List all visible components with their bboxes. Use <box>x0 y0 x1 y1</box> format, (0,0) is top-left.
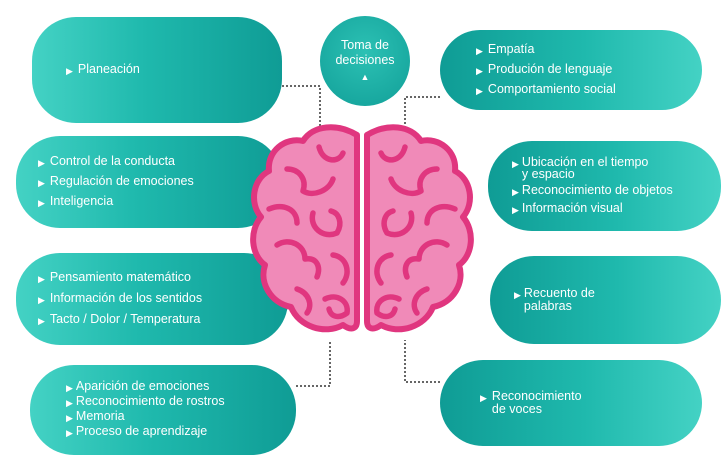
bullet-icon: ▶ <box>476 46 483 56</box>
decision-label-line2: decisiones <box>335 52 395 67</box>
decision-making-node: Toma de decisiones ▲ <box>320 16 410 106</box>
connector-aparicion <box>296 340 331 387</box>
list-item: Reconocimiento de voces <box>491 389 582 416</box>
right-box-voices: ▶ Reconocimiento de voces <box>440 360 702 446</box>
left-box-frontal: ▶ Control de la conducta ▶ Regulación de e… <box>16 136 282 228</box>
right-box-occipital: ▶Ubicación en el tiempo y espacio ▶Recon… <box>488 141 721 231</box>
list-item: Control de la conducta <box>49 153 176 168</box>
list-item: Produción de lenguaje <box>487 62 613 76</box>
list-item: Pensamiento matemático <box>49 269 191 284</box>
list-item: Tacto / Dolor / Temperatura <box>49 311 201 326</box>
list-item: Regulación de emociones <box>49 173 194 188</box>
list-item: Recuento de palabras <box>523 286 595 313</box>
list-item: Aparición de emociones <box>75 379 210 393</box>
list-item: Comportamiento social <box>487 82 616 96</box>
bullet-icon: ▶ <box>512 205 519 215</box>
bullet-icon: ▶ <box>512 187 519 197</box>
list-item: Empatía <box>487 42 535 56</box>
bullet-icon: ▶ <box>66 383 73 393</box>
decision-label-line1: Toma de <box>341 37 389 52</box>
left-box-parietal: ▶ Pensamiento matemático ▶ Información de … <box>16 253 288 345</box>
brain-icon <box>250 124 474 333</box>
list-item: Reconocimiento de rostros <box>75 394 225 408</box>
list-item: Ubicación en el tiempo y espacio <box>521 155 649 181</box>
bullet-icon: ▶ <box>38 177 45 188</box>
up-arrow-icon: ▲ <box>360 71 370 82</box>
list-item: Información de los sentidos <box>49 290 203 305</box>
bullet-icon: ▶ <box>66 413 73 423</box>
list-item: Memoria <box>75 409 125 423</box>
bullet-icon: ▶ <box>514 290 521 300</box>
list-item: Proceso de aprendizaje <box>75 424 208 438</box>
list-item: Reconocimiento de objetos <box>521 183 673 197</box>
bullet-icon: ▶ <box>38 197 45 208</box>
right-box-social: ▶ Empatía ▶ Produción de lenguaje ▶ Comport… <box>440 30 702 110</box>
bullet-icon: ▶ <box>38 273 45 284</box>
bullet-icon: ▶ <box>66 398 73 408</box>
bullet-icon: ▶ <box>66 428 73 438</box>
list-item: Información visual <box>521 201 623 215</box>
bullet-icon: ▶ <box>476 86 483 96</box>
bullet-icon: ▶ <box>480 393 487 403</box>
list-item: Planeación <box>77 61 140 76</box>
bullet-icon: ▶ <box>38 157 45 168</box>
bullet-icon: ▶ <box>38 294 45 305</box>
right-box-words: ▶Recuento de palabras <box>490 256 721 344</box>
left-box-planning: ▶ Planeación <box>32 17 282 123</box>
bullet-icon: ▶ <box>66 65 73 76</box>
bullet-icon: ▶ <box>476 66 483 76</box>
list-item: Inteligencia <box>49 193 114 208</box>
left-box-temporal: ▶Aparición de emociones ▶Reconocimiento … <box>30 365 296 455</box>
bullet-icon: ▶ <box>512 159 519 169</box>
bullet-icon: ▶ <box>38 315 45 326</box>
